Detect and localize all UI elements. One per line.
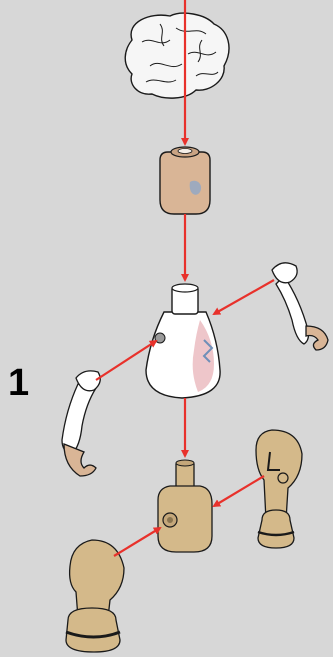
step-number: 1 [8, 364, 29, 402]
left-arm-piece [62, 371, 100, 476]
arrow-right-leg-to-hip [214, 476, 264, 506]
hip-piece [158, 460, 212, 552]
torso-piece [146, 284, 220, 398]
hair-piece [125, 13, 229, 98]
arrow-left-leg-to-hip [114, 528, 160, 556]
left-leg-piece [66, 540, 124, 652]
right-arm-piece [272, 263, 328, 350]
head-piece [160, 147, 210, 214]
right-leg-piece [256, 430, 302, 548]
arrow-right-arm-to-torso [214, 280, 274, 314]
